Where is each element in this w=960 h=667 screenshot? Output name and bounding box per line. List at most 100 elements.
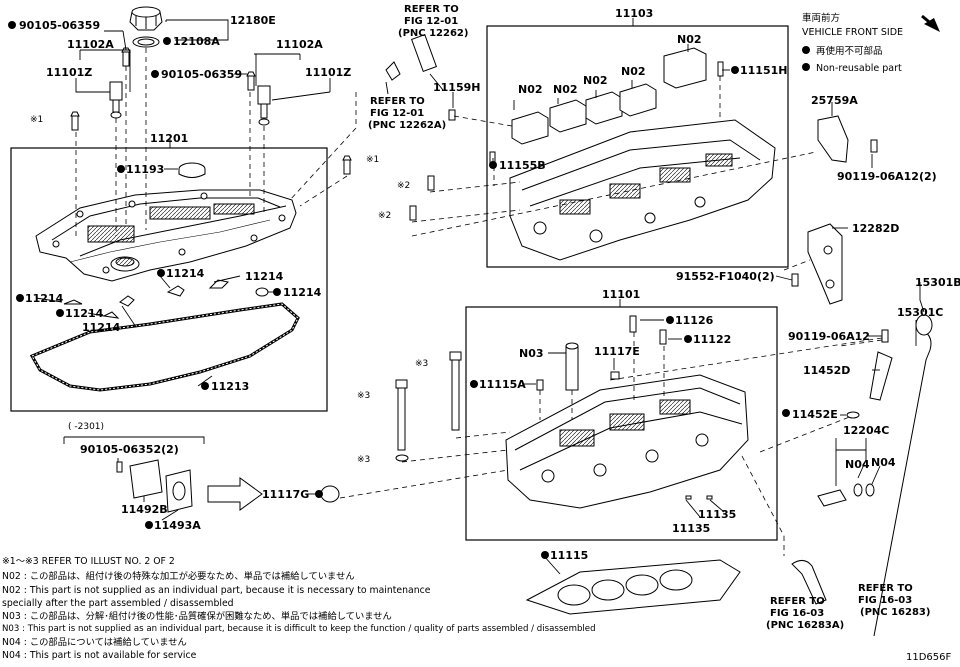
cap-11193-drawing (178, 162, 206, 178)
cylinder-head-drawing (395, 175, 749, 509)
gaskets-11214-drawing (63, 279, 269, 319)
label-N02-4: N02 (621, 65, 646, 78)
label-N04-2: N04 (871, 456, 896, 469)
label-11117E: 11117E (594, 345, 640, 358)
label-90105-06352: 90105-06352(2) (80, 443, 179, 456)
dashed-lines (75, 48, 883, 556)
label-11151H: 11151H (740, 64, 787, 77)
mark-x2-a: ※2 (397, 181, 410, 191)
label-15301B: 15301B (915, 276, 960, 289)
label-11102A-right: 11102A (276, 38, 323, 51)
label-N02-1: N02 (518, 83, 543, 96)
label-11214-e: 11214 (65, 307, 104, 320)
mark-x2-b: ※2 (378, 211, 391, 221)
date-range: ( -2301) (68, 422, 104, 432)
label-11201: 11201 (150, 132, 188, 145)
label-11101: 11101 (602, 288, 640, 301)
label-91552-F1040: 91552-F1040(2) (676, 270, 775, 283)
label-11493A: 11493A (154, 519, 201, 532)
footnote-line: N02 : This part is not supplied as an in… (2, 585, 431, 596)
figure-code: 11D656F (906, 652, 952, 663)
label-12204C: 12204C (843, 424, 889, 437)
non-reusable-dots (8, 21, 810, 559)
label-11214-a: 11214 (166, 267, 205, 280)
label-11159H: 11159H (433, 81, 480, 94)
cover-gasket-drawing (29, 302, 300, 392)
label-11102A-left: 11102A (67, 38, 114, 51)
refer-block-12262: REFER TO FIG 12-01 (PNC 12262) (398, 4, 468, 39)
footnote-line: specially after the part assembled / dis… (2, 598, 234, 609)
label-11214-b: 11214 (245, 270, 284, 283)
label-11214-c: 11214 (283, 286, 322, 299)
oil-filler-cap-drawing (129, 6, 163, 48)
label-N02-3: N02 (583, 74, 608, 87)
brackets-drawing (320, 115, 933, 637)
label-11155B: 11155B (499, 159, 546, 172)
footnote-line: N04 : この部品については補給していません (2, 637, 187, 648)
label-N02-5: N02 (677, 33, 702, 46)
svg-text:(PNC 16283A): (PNC 16283A) (766, 620, 844, 631)
svg-text:FIG 12-01: FIG 12-01 (370, 108, 424, 119)
label-11214-d: 11214 (25, 292, 64, 305)
camshaft-housing-drawing (448, 47, 776, 261)
label-11213: 11213 (211, 380, 249, 393)
label-12180E: 12180E (230, 14, 276, 27)
mark-x3-a: ※3 (415, 359, 428, 369)
label-12282D: 12282D (852, 222, 899, 235)
svg-text:REFER TO: REFER TO (404, 4, 459, 15)
label-15301C: 15301C (897, 306, 943, 319)
head-gasket-drawing (525, 559, 741, 615)
label-90105-06359-b: 90105-06359 (161, 68, 242, 81)
svg-text:REFER TO: REFER TO (770, 596, 825, 607)
cover-group-box (10, 147, 328, 412)
label-11115: 11115 (550, 549, 588, 562)
label-11135-a: 11135 (698, 508, 736, 521)
legend-jp: 再使用不可部品 (816, 45, 883, 57)
label-11117G: 11117G (262, 488, 309, 501)
refer-block-12262A: REFER TO FIG 12-01 (PNC 12262A) (368, 96, 446, 131)
label-N02-2: N02 (553, 83, 578, 96)
label-90119-06A12: 90119-06A12 (788, 330, 870, 343)
cylinder-head-box (465, 306, 778, 541)
label-11101Z-right: 11101Z (305, 66, 351, 79)
footnote-line: ※1～※3 REFER TO ILLUST NO. 2 OF 2 (2, 556, 175, 567)
label-11103: 11103 (615, 7, 653, 20)
footnote-line: N02 : この部品は、組付け後の特殊な加工が必要なため、単品では補給していませ… (2, 571, 355, 582)
label-11214-f: 11214 (82, 321, 121, 334)
label-11452D: 11452D (803, 364, 850, 377)
mark-x3-c: ※3 (357, 455, 370, 465)
label-11135-b: 11135 (672, 522, 710, 535)
label-11101Z-left: 11101Z (46, 66, 92, 79)
label-25759A: 25759A (811, 94, 858, 107)
svg-text:FIG 16-03: FIG 16-03 (770, 608, 824, 619)
legend-en: Non-reusable part (816, 63, 902, 74)
label-11492B: 11492B (121, 503, 168, 516)
mark-x1-a: ※1 (30, 115, 43, 125)
label-11452E: 11452E (792, 408, 838, 421)
label-12108A: 12108A (173, 35, 220, 48)
label-N04-1: N04 (845, 458, 870, 471)
label-90105-06359-a: 90105-06359 (19, 19, 100, 32)
orientation-en: VEHICLE FRONT SIDE (802, 27, 903, 38)
outlet-plate-drawing (116, 459, 193, 513)
leader-lines (35, 18, 925, 575)
label-N03: N03 (519, 347, 544, 360)
label-11193: 11193 (126, 163, 164, 176)
mark-x3-b: ※3 (357, 391, 370, 401)
mark-x1-b: ※1 (366, 155, 379, 165)
label-11126: 11126 (675, 314, 714, 327)
cylinder-head-cover-drawing (35, 189, 297, 282)
cam-sensors-drawing (70, 47, 352, 175)
label-11122: 11122 (693, 333, 731, 346)
svg-text:(PNC 12262): (PNC 12262) (398, 28, 468, 39)
label-11115A: 11115A (479, 378, 526, 391)
svg-text:FIG 16-03: FIG 16-03 (858, 595, 912, 606)
oil-pipe-drawing (385, 33, 438, 81)
svg-text:REFER TO: REFER TO (858, 583, 913, 594)
svg-text:(PNC 16283): (PNC 16283) (860, 607, 930, 618)
footnote-line: N03 : この部品は、分解･組付け後の性能･品質確保が困難なため、単品では補給… (2, 611, 392, 622)
footnote-line: N03 : This part is not supplied as an in… (2, 624, 596, 634)
camshaft-housing-box (486, 25, 789, 268)
